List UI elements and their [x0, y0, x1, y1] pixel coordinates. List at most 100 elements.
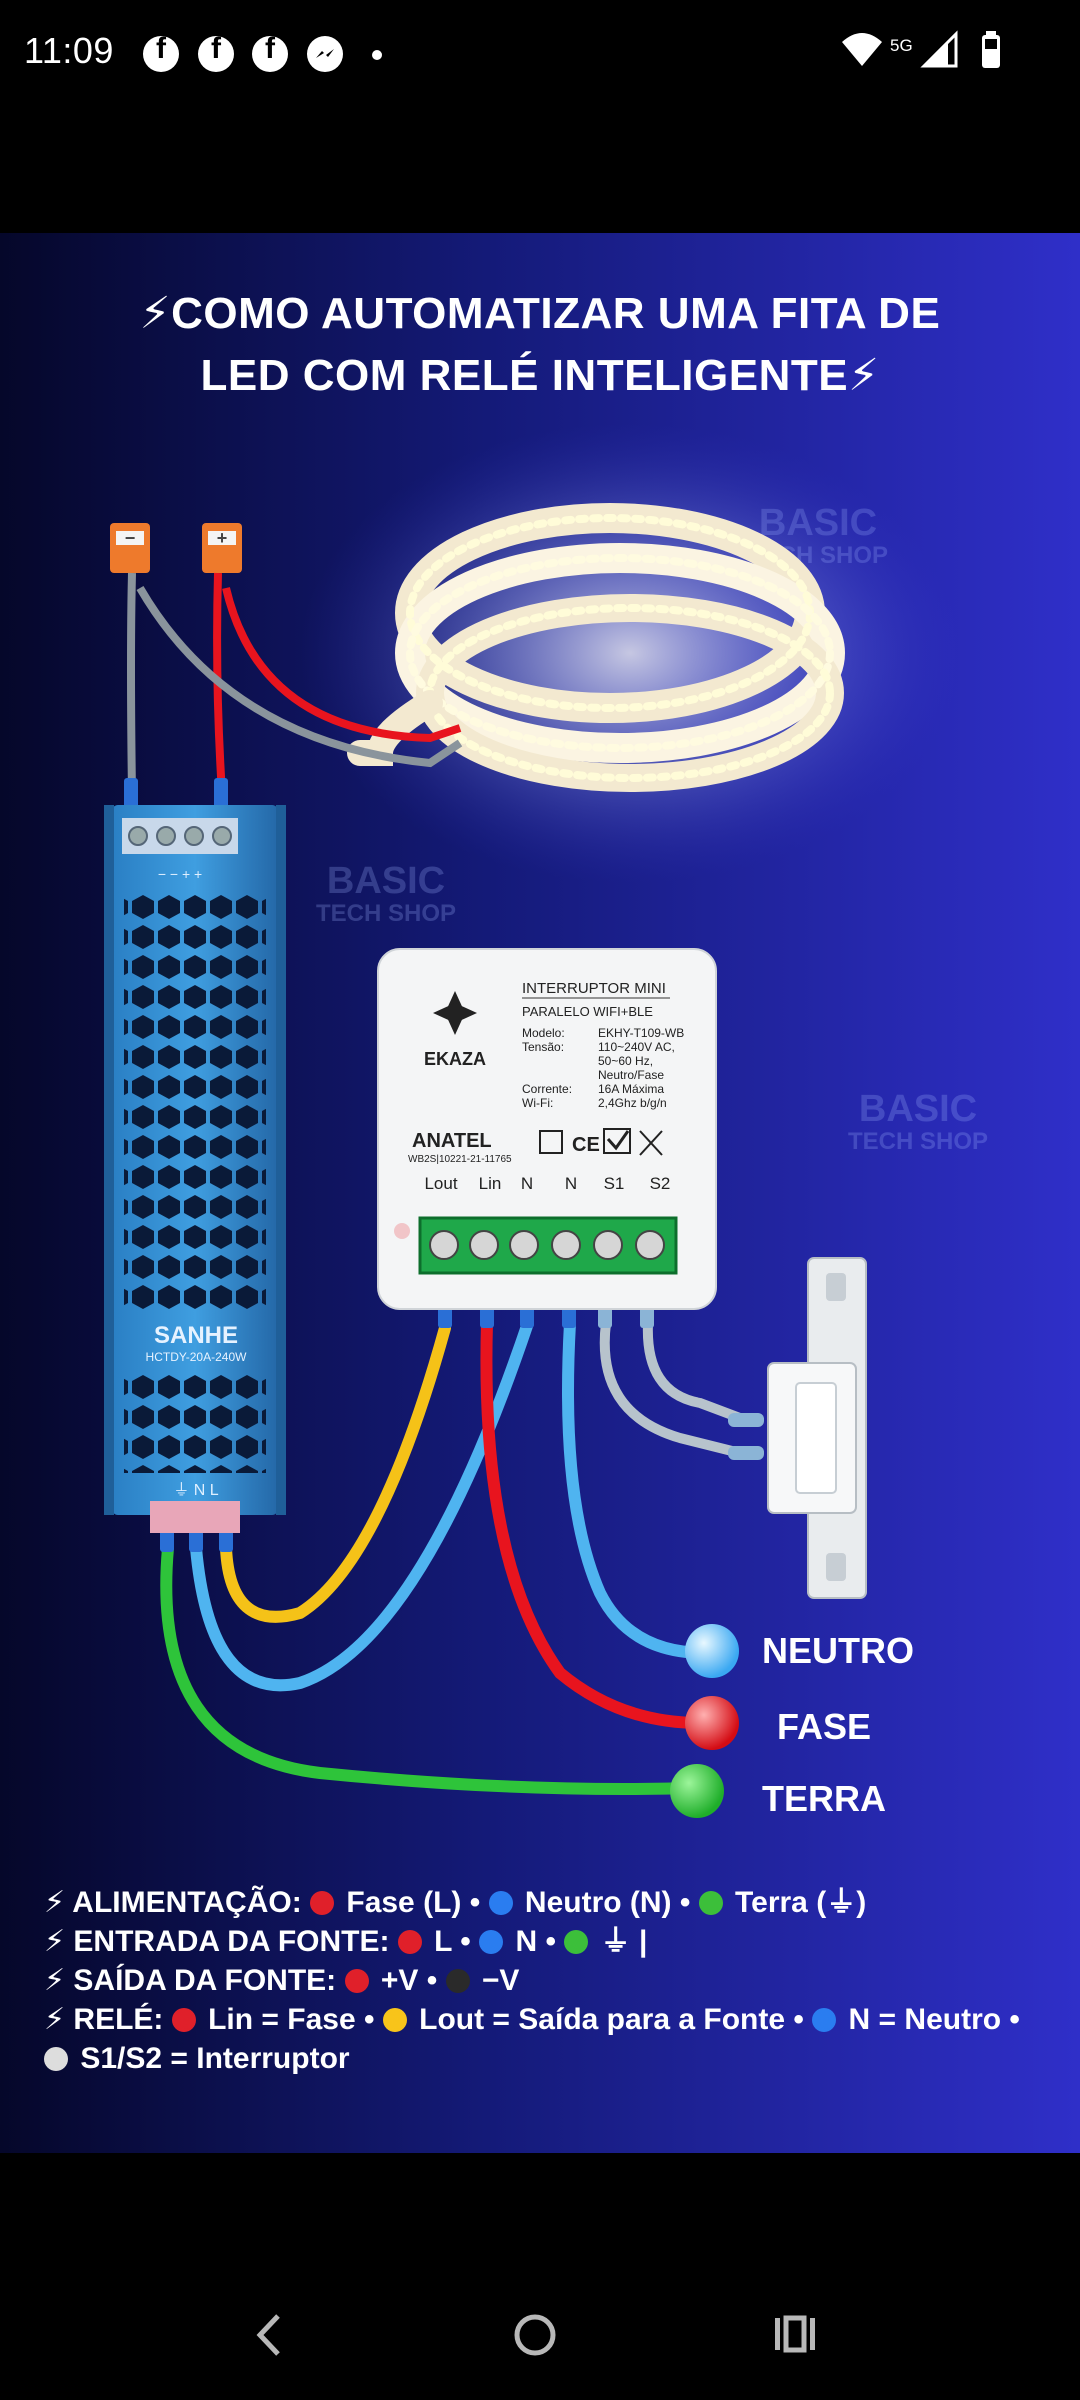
phase-legend-ball: [685, 1696, 739, 1750]
svg-text:Modelo:: Modelo:: [522, 1026, 565, 1040]
green-dot-icon: [698, 1891, 723, 1915]
network-type: 5G: [890, 36, 913, 55]
svg-text:+: +: [217, 528, 228, 548]
earth-legend-ball: [670, 1764, 724, 1818]
more-notifications-dot: [372, 50, 382, 60]
facebook-icon: f: [143, 32, 179, 72]
wiring-diagram: BASIC TECH SHOP BASIC TECH SHOP BASIC TE…: [104, 423, 988, 1818]
ac-wiring: [160, 1317, 745, 1795]
ce-mark-icon: CE: [572, 1134, 600, 1156]
status-bar: 11:09 f f f 5G: [0, 0, 1080, 110]
blue-dot-icon: [479, 1930, 504, 1954]
svg-text:EKHY-T109-WB: EKHY-T109-WB: [598, 1026, 684, 1040]
info-row-rele: ⚡ RELÉ: Lin = Fase • Lout = Saída para a…: [44, 2003, 1020, 2036]
wall-switch-icon: [728, 1257, 867, 1599]
rohs-icon: [603, 1128, 631, 1154]
svg-text:Lin: Lin: [479, 1174, 502, 1193]
relay-brand: EKAZA: [424, 1049, 486, 1069]
psu-bottom-terminals: ⏚ N L: [173, 1481, 218, 1499]
poster-title-line: LED COM RELÉ INTELIGENTE⚡: [200, 351, 880, 400]
wire-positive-to-led: [222, 587, 462, 743]
svg-text:16A Máxima: 16A Máxima: [598, 1082, 664, 1096]
wago-connector-positive: +: [202, 523, 242, 573]
clock: 11:09: [24, 30, 114, 71]
info-row-alimentacao: ⚡ ALIMENTAÇÃO: Fase (L) • Neutro (N) • T…: [44, 1886, 867, 1919]
red-dot-icon: [171, 2008, 196, 2032]
watermark-text: TECH SHOP: [316, 900, 456, 927]
svg-text:−: −: [125, 528, 136, 548]
recents-icon[interactable]: [772, 2312, 818, 2358]
yellow-dot-icon: [382, 2008, 407, 2032]
legend-phase: FASE: [777, 1706, 872, 1747]
info-row-entrada: ⚡ ENTRADA DA FONTE: L • N • ⏚ |: [44, 1925, 648, 1958]
relay-terminal-labels: Lout Lin N N S1 S2: [424, 1174, 670, 1193]
home-icon[interactable]: [512, 2312, 558, 2358]
smart-relay: EKAZA INTERRUPTOR MINI PARALELO WIFI+BLE…: [377, 948, 717, 1310]
battery-icon: [982, 31, 1000, 68]
blue-dot-icon: [488, 1891, 513, 1915]
info-row-interruptor: S1/S2 = Interruptor: [44, 2039, 1054, 2078]
psu-model: HCTDY-20A-240W: [146, 1350, 248, 1364]
relay-terminal-block: [418, 1216, 678, 1275]
back-icon[interactable]: [250, 2310, 290, 2360]
svg-text:2,4Ghz b/g/n: 2,4Ghz b/g/n: [598, 1096, 667, 1110]
power-supply: − − + + SANHE HCTDY-20A-240W ⏚ N L: [104, 805, 286, 1533]
svg-text:Wi-Fi:: Wi-Fi:: [522, 1096, 553, 1110]
wago-connector-negative: −: [110, 523, 150, 573]
svg-text:N: N: [565, 1174, 577, 1193]
poster-title: ⚡COMO AUTOMATIZAR UMA FITA DE LED COM RE…: [0, 283, 1080, 407]
wire-load: [220, 1322, 451, 1623]
wire-s2: [642, 1318, 745, 1423]
wire-phase: [480, 1317, 706, 1729]
info-row-saida: ⚡ SAÍDA DA FONTE: +V • −V: [44, 1964, 520, 1997]
relay-title: INTERRUPTOR MINI: [522, 980, 666, 997]
red-dot-icon: [344, 1969, 369, 1993]
legend-neutral: NEUTRO: [762, 1630, 914, 1671]
facebook-icon: f: [198, 32, 234, 72]
relay-specs: Modelo:EKHY-T109-WB Tensão:110~240V AC, …: [522, 1026, 684, 1110]
info-notes: ⚡ ALIMENTAÇÃO: Fase (L) • Neutro (N) • T…: [44, 1883, 1054, 2078]
messenger-icon: [307, 36, 343, 72]
wire-neutral-psu: [190, 1317, 534, 1692]
svg-text:N: N: [521, 1174, 533, 1193]
svg-text:110~240V AC,: 110~240V AC,: [598, 1040, 675, 1054]
wire-neutral: [562, 1317, 711, 1659]
watermark-text: BASIC: [327, 860, 445, 902]
ekaza-logo-icon: [433, 991, 477, 1035]
poster-title-line: ⚡COMO AUTOMATIZAR UMA FITA DE: [139, 289, 941, 338]
svg-text:50~60 Hz,: 50~60 Hz,: [598, 1054, 653, 1068]
legend-earth: TERRA: [762, 1778, 886, 1819]
status-led: [394, 1223, 410, 1239]
anatel-code: WB2S|10221-21-11765: [408, 1154, 512, 1165]
wire-negative-to-led: [136, 585, 463, 768]
psu-top-terminals: − − + +: [158, 866, 202, 882]
wifi-icon: [842, 33, 882, 66]
svg-text:Tensão:: Tensão:: [522, 1040, 564, 1054]
cell-signal-icon: [920, 30, 958, 68]
poster-image: BASIC TECH SHOP BASIC TECH SHOP BASIC TE…: [0, 233, 1080, 2153]
svg-text:Neutro/Fase: Neutro/Fase: [598, 1068, 664, 1082]
wire-negative: [127, 572, 136, 794]
weee-icon: [639, 1130, 663, 1156]
green-dot-icon: [564, 1930, 589, 1954]
white-dot-icon: [44, 2047, 68, 2071]
wire-earth: [160, 1542, 701, 1795]
red-dot-icon: [310, 1891, 335, 1915]
svg-text:S2: S2: [650, 1174, 671, 1193]
black-dot-icon: [445, 1969, 470, 1993]
wire-s1: [599, 1318, 745, 1458]
red-dot-icon: [397, 1930, 422, 1954]
watermark-text: BASIC: [859, 1088, 977, 1130]
anatel-logo: ANATEL: [412, 1130, 492, 1152]
facebook-icon: f: [252, 32, 288, 72]
navigation-bar: [0, 2240, 1080, 2400]
psu-brand: SANHE: [154, 1322, 238, 1349]
svg-text:Corrente:: Corrente:: [522, 1082, 572, 1096]
relay-subtitle: PARALELO WIFI+BLE: [522, 1004, 653, 1019]
watermark-text: TECH SHOP: [848, 1128, 988, 1155]
double-insulation-icon: [539, 1130, 563, 1154]
svg-text:Lout: Lout: [424, 1174, 457, 1193]
blue-dot-icon: [812, 2008, 837, 2032]
neutral-legend-ball: [685, 1624, 739, 1678]
svg-text:S1: S1: [604, 1174, 625, 1193]
